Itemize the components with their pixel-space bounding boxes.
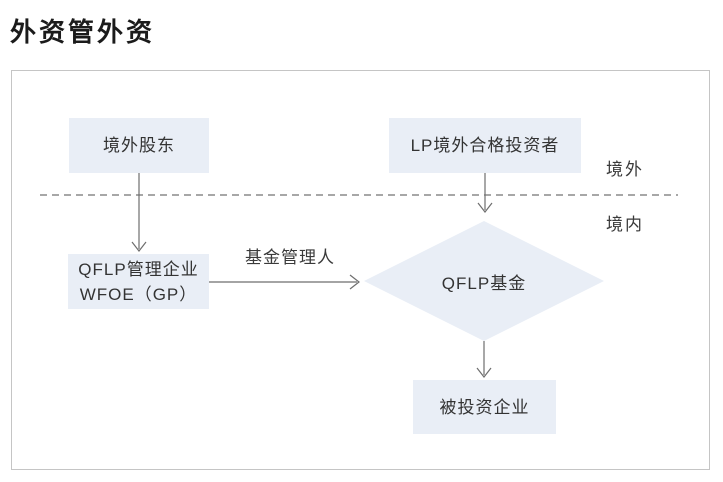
node-overseas-shareholder: 境外股东	[69, 118, 209, 173]
offshore-region-label: 境外	[606, 160, 644, 179]
fund-manager-edge-label: 基金管理人	[245, 248, 335, 267]
node-overseas-shareholder-label: 境外股东	[103, 136, 175, 155]
arrow-down-shareholder-to-manager-icon	[131, 173, 147, 252]
node-lp-investor: LP境外合格投资者	[389, 118, 581, 173]
diagram-frame: 境外股东 LP境外合格投资者 QFLP管理企业 WFOE（GP） QFLP基金 …	[11, 70, 710, 470]
node-qflp-manager-line2: WFOE（GP）	[79, 284, 198, 304]
node-lp-investor-label: LP境外合格投资者	[410, 136, 560, 155]
arrow-down-fund-to-investee-icon	[476, 341, 492, 378]
node-qflp-manager: QFLP管理企业 WFOE（GP）	[68, 254, 209, 309]
arrow-right-manager-to-fund-icon	[209, 274, 360, 290]
node-qflp-fund: QFLP基金	[364, 221, 604, 341]
node-qflp-fund-label: QFLP基金	[441, 273, 527, 293]
arrow-down-lp-to-fund-icon	[477, 173, 493, 213]
node-investee: 被投资企业	[413, 380, 556, 434]
page-title: 外资管外资	[10, 17, 156, 47]
onshore-region-label: 境内	[606, 215, 644, 234]
node-qflp-manager-line1: QFLP管理企业	[78, 259, 199, 279]
node-investee-label: 被投资企业	[439, 397, 530, 417]
